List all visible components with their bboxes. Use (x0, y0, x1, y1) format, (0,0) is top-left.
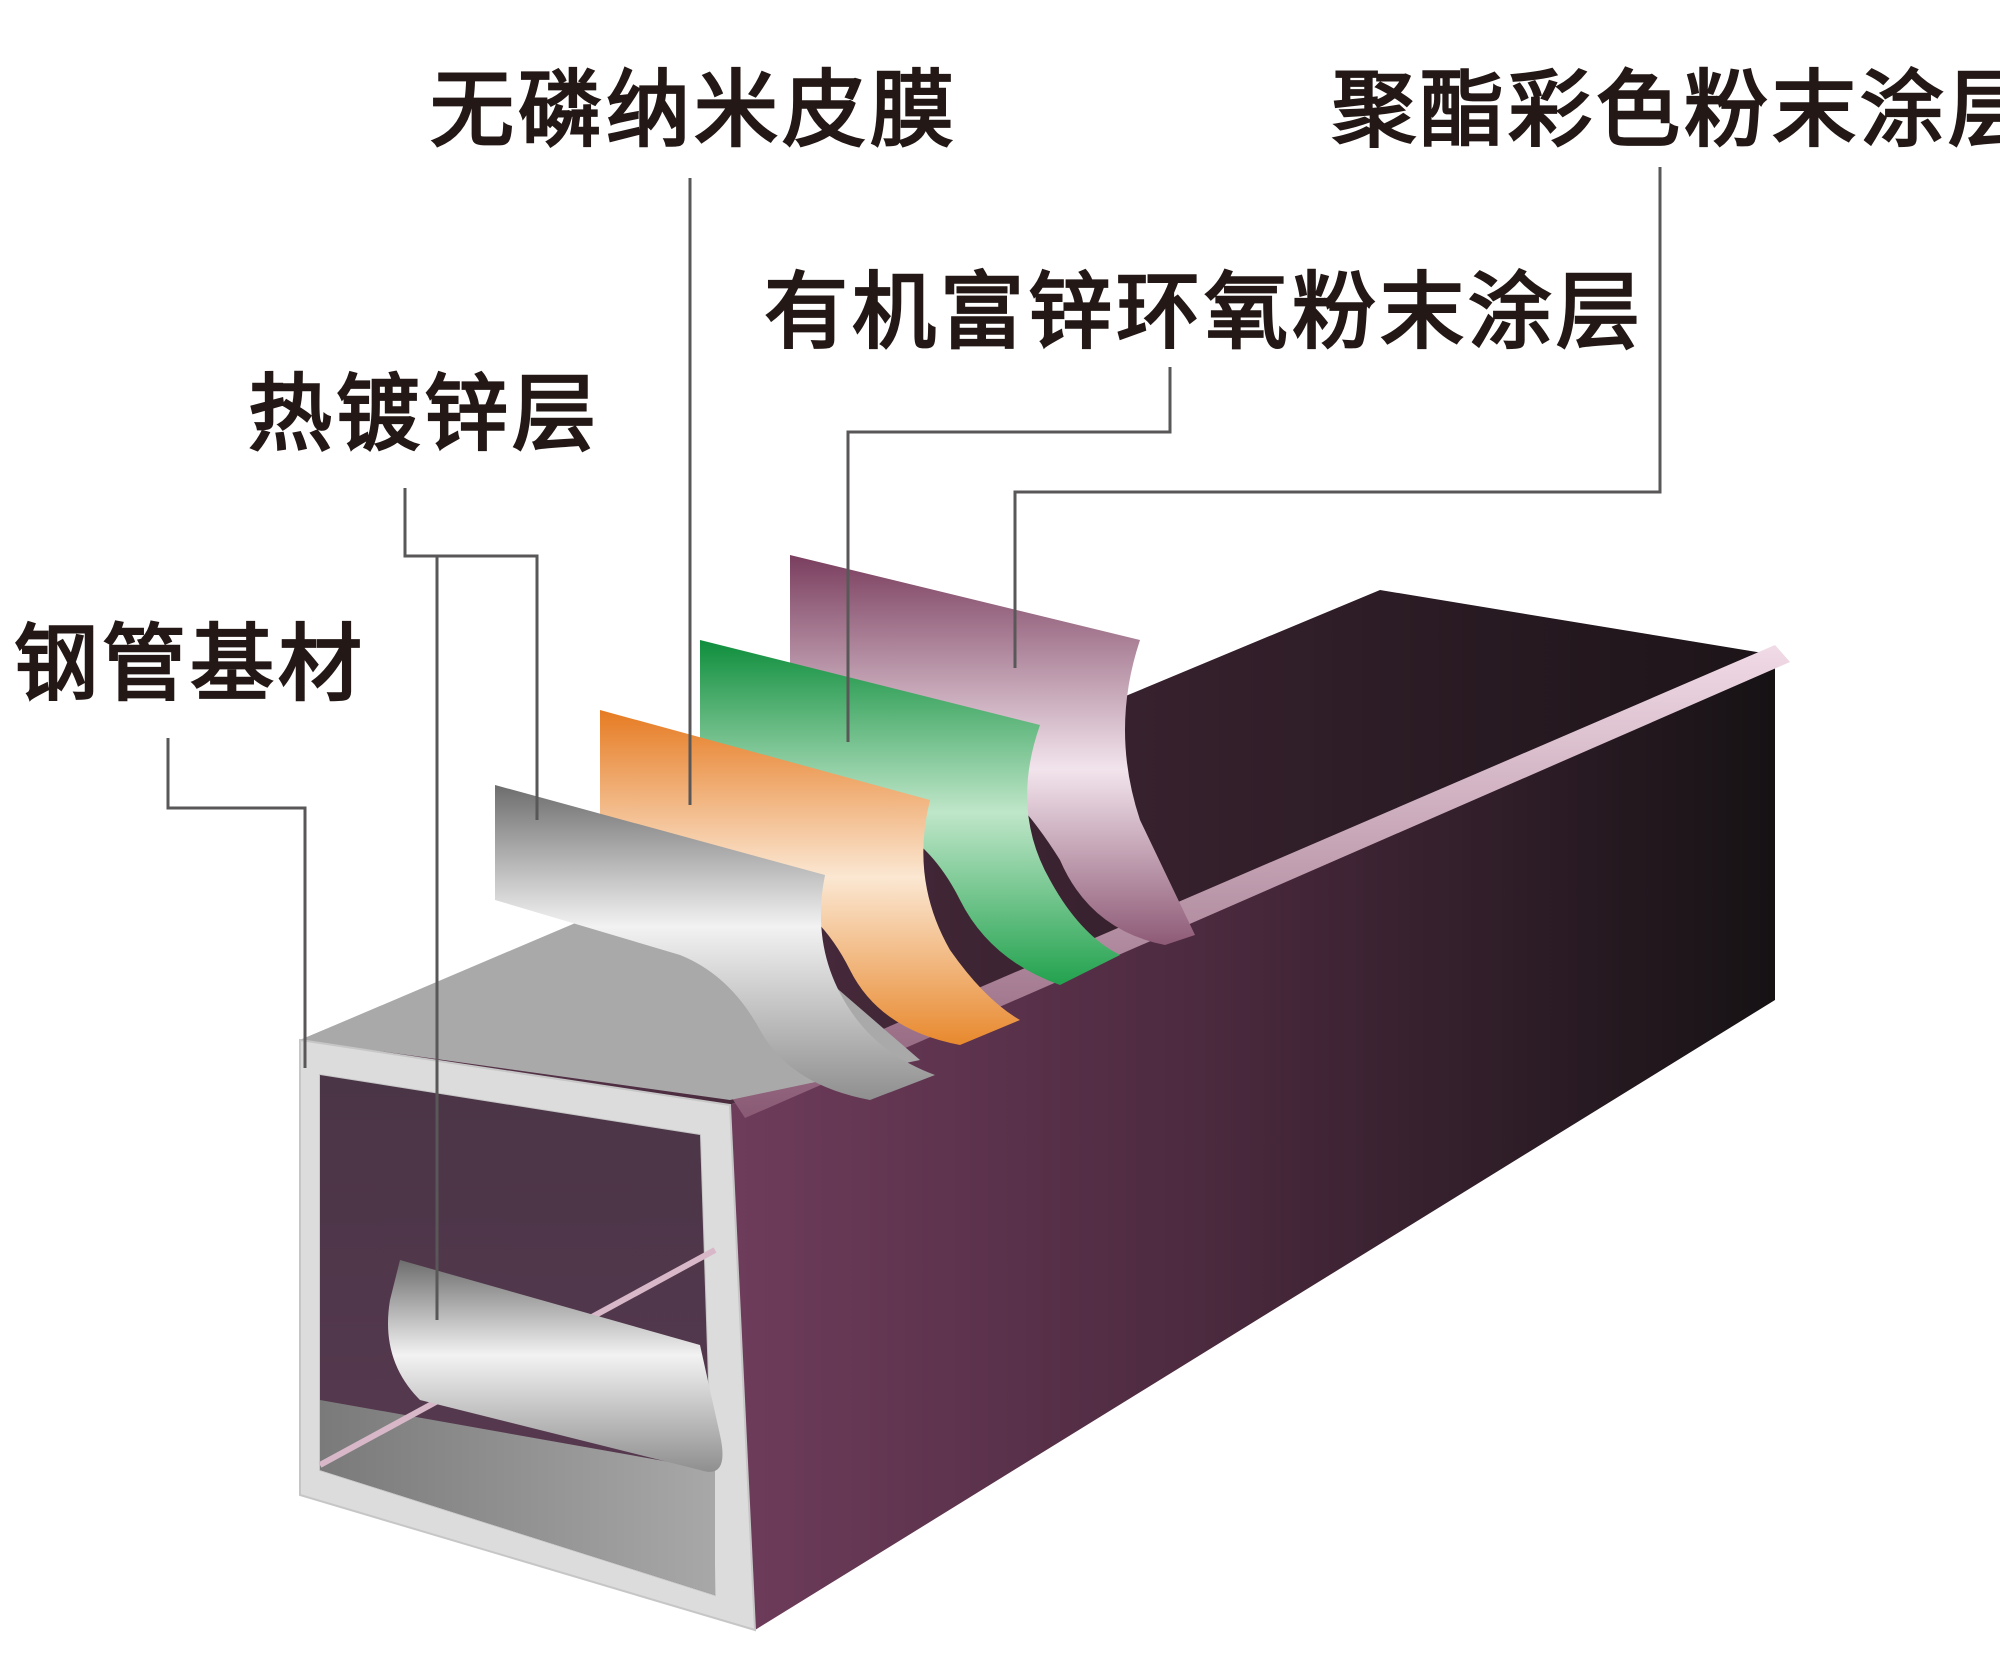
pipe-inner-floor (320, 1400, 715, 1595)
inner-galvanized-curl (388, 1260, 723, 1472)
leader-line-epoxy (846, 367, 1172, 742)
label-phosphorus-free-nano-film: 无磷纳米皮膜 (430, 61, 959, 159)
pipe-edge-highlight (730, 645, 1790, 1118)
label-polyester-color-coating: 聚酯彩色粉末涂层 (1332, 61, 2000, 159)
label-hot-dip-galvanized-layer: 热镀锌层 (248, 365, 601, 463)
leader-line-polyester (1013, 167, 1662, 668)
leader-line-galvanized (403, 488, 539, 820)
label-steel-pipe-substrate: 钢管基材 (14, 615, 367, 713)
leader-line-substrate (166, 738, 307, 1068)
layer-galvanized (495, 785, 935, 1100)
label-zinc-rich-epoxy-coating: 有机富锌环氧粉末涂层 (764, 263, 1645, 361)
leader-lines (166, 167, 1662, 1320)
steel-pipe (299, 590, 1790, 1632)
pipe-side-face (730, 655, 1775, 1630)
peeled-layers (495, 555, 1195, 1100)
